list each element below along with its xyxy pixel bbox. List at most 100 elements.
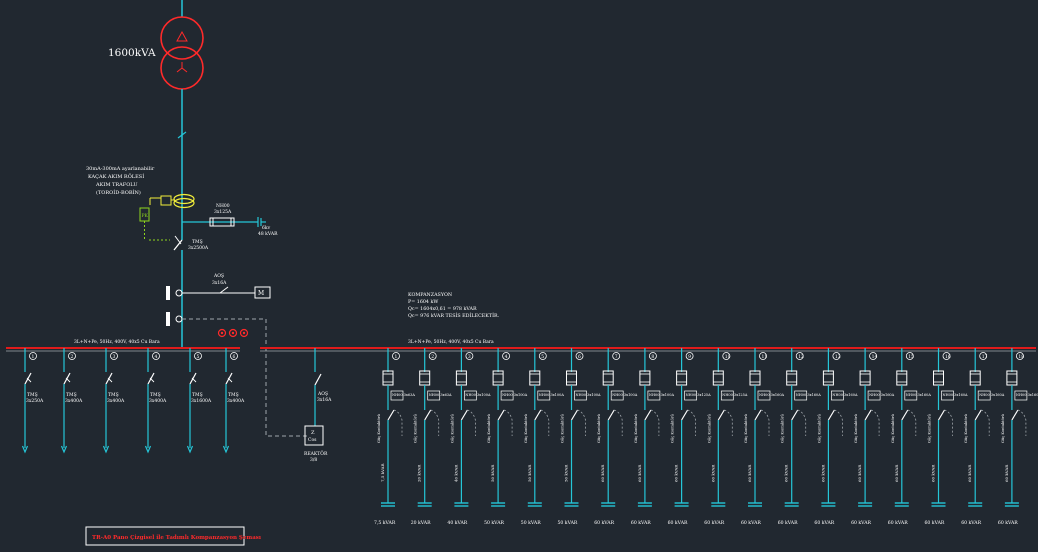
fuse-rating: NH00 3x125A [686, 393, 712, 397]
nh-fuse-icon [933, 370, 944, 386]
nh-fuse-icon [786, 370, 798, 386]
fuse-rating: NH00 3x160A [796, 393, 822, 397]
contactor-contact [901, 409, 909, 421]
nh-fuse-symbol [209, 217, 235, 227]
contactor-label: Güç Kontaktörü [377, 414, 381, 443]
step-kvar: 60 kVAR [894, 464, 899, 482]
step-number-circle [1016, 352, 1024, 360]
breaker-name: TMŞ [192, 392, 203, 398]
indicator-lamps [217, 328, 249, 338]
nh-fuse-icon [1006, 370, 1018, 386]
contactor-contact [754, 409, 762, 421]
toroid-coil-icon [149, 193, 195, 209]
breaker-name: TMŞ [228, 392, 239, 398]
busbar-right-label: 3L+N+Pe, 50Hz, 400V, 40x5 Cu Bara [408, 339, 494, 345]
nh-fuse-icon [749, 370, 761, 386]
nh-fuse-icon [969, 370, 981, 386]
nh-fuse-icon [639, 370, 651, 386]
contactor-contact [497, 409, 505, 421]
step-kvar: 50 kVAR [564, 464, 569, 482]
contactor-label: Güç Kontaktörü [744, 414, 748, 443]
step-kvar: 20 kVAR [417, 464, 422, 482]
step-number: 7 [615, 354, 618, 360]
step-number-circle [942, 352, 951, 360]
contactor-contact [534, 409, 542, 421]
step-kvar-bottom: 60 kVAR [778, 520, 798, 526]
relay-label-1: REAKTÖR [304, 450, 328, 457]
step-number: 1 [395, 354, 398, 360]
svg-text:KOMPANZASYON: KOMPANZASYON [408, 292, 452, 298]
nh-fuse-icon [492, 370, 504, 386]
step-kvar: 60 kVAR [600, 464, 605, 482]
svg-text:P= 1604 kW: P= 1604 kW [408, 299, 438, 305]
aos-rating: 3x16A [212, 280, 227, 286]
fuse-rating: NH00 3x100A [576, 393, 602, 397]
step-kvar: 60 kVAR [820, 464, 825, 482]
nh-fuse-icon [455, 370, 467, 386]
contactor-label: Güç Kontaktörü [524, 414, 528, 443]
step-number-circle [685, 352, 694, 360]
fuse-rating: NH00 3x160A [759, 393, 785, 397]
step-number: 10 [725, 354, 731, 360]
step-kvar-bottom: 60 kVAR [925, 520, 945, 526]
breaker-rating: 3x400A [149, 398, 167, 404]
step-number: 16 [945, 354, 951, 360]
step-kvar-bottom: 60 kVAR [704, 520, 724, 526]
step-number: 9 [688, 354, 691, 360]
arrow-down-icon [144, 445, 152, 454]
contactor-label: Güç Kontaktörü [414, 414, 418, 443]
step-kvar-bottom: 50 kVAR [484, 520, 504, 526]
breaker-name: TMŞ [66, 392, 77, 398]
contactor-contact [387, 409, 395, 421]
surge-arrester-icon [257, 217, 266, 227]
contactor-contact [937, 409, 946, 421]
nh-fuse-icon [712, 370, 724, 386]
delta-symbol [176, 30, 188, 42]
star-symbol [176, 62, 188, 73]
contactor-label: Güç Kontaktörü [928, 414, 932, 443]
main-breaker-rating: 3x2500A [188, 245, 209, 251]
step-kvar-bottom: 60 kVAR [961, 520, 981, 526]
fuse-rating: NH00 3x63A [392, 393, 415, 397]
contactor-contact [717, 409, 725, 421]
svg-text:(TOROİD-BOBİN): (TOROİD-BOBİN) [96, 189, 141, 196]
breaker-rating: 3x250A [26, 398, 44, 404]
relay-code: Cos [308, 437, 317, 443]
svg-text:30mA-300mA ayarlanabilir: 30mA-300mA ayarlanabilir [86, 166, 155, 172]
nh-fuse-icon [676, 370, 688, 386]
feeder-number: 4 [155, 354, 158, 360]
step-number-circle [465, 352, 474, 360]
step-kvar: 60 kVAR [1004, 464, 1009, 482]
contactor-label: Güç Kontaktörü [671, 414, 675, 443]
arrow-down-icon [60, 445, 68, 454]
step-number-circle [428, 352, 437, 360]
contactor-contact [644, 409, 652, 421]
step-number-circle [575, 352, 584, 360]
arrow-down-icon [222, 445, 230, 454]
fuse-rating: NH00 3x63A [429, 393, 452, 397]
feeder-number-circle [29, 352, 37, 360]
contactor-contact [791, 409, 799, 421]
feeder-number: 2 [71, 354, 74, 360]
contactor-contact [607, 409, 615, 421]
feeder-number-circle [110, 352, 118, 360]
contactor-label: Güç Kontaktörü [561, 414, 565, 443]
step-kvar: 50 kVAR [490, 464, 495, 482]
step-number-circle [905, 352, 914, 360]
contactor-label: Güç Kontaktörü [634, 414, 638, 443]
step-kvar: 60 kVAR [710, 464, 715, 482]
step-kvar-bottom: 60 kVAR [631, 520, 651, 526]
